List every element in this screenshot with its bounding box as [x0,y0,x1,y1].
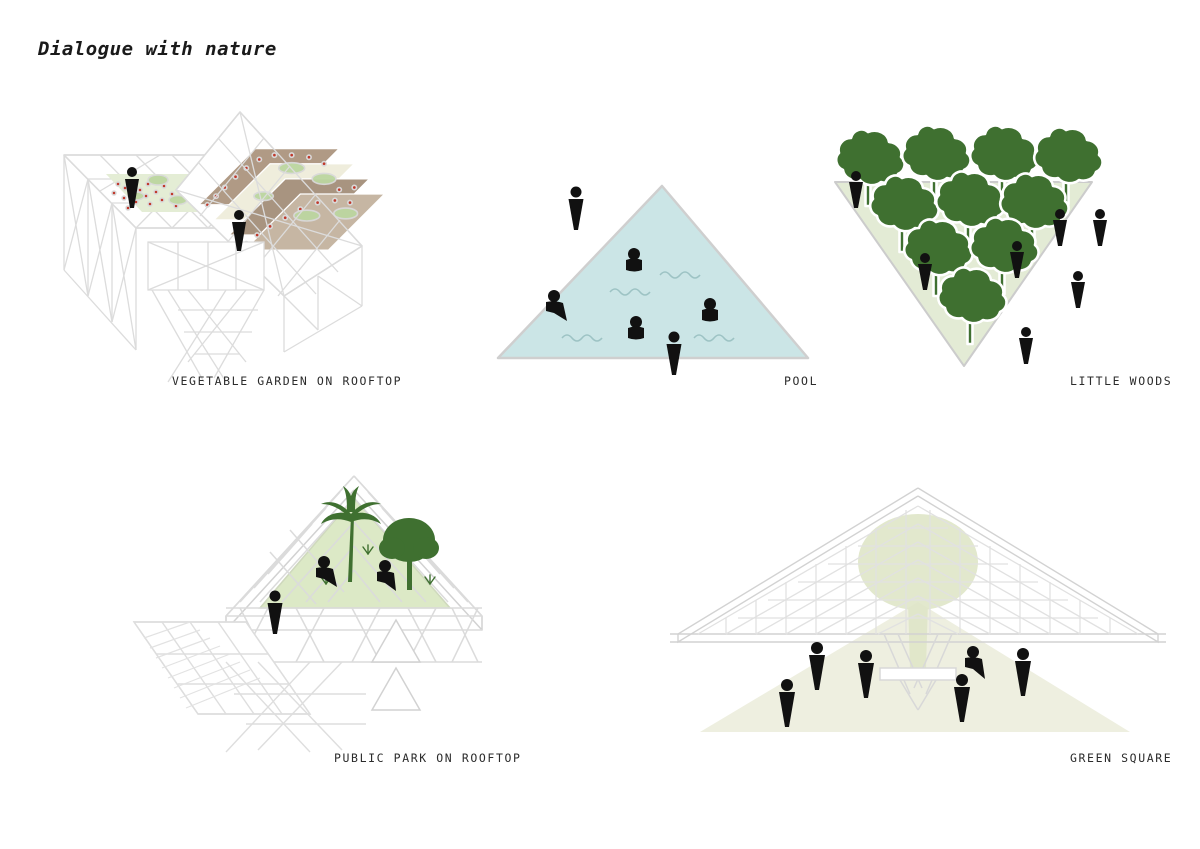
central-support [879,633,957,711]
green-square-drawing [670,487,1166,732]
figure-person [267,590,283,634]
panel-public-park [130,462,490,753]
grass-tuft [362,544,374,555]
truss-left-wing [132,621,312,715]
figure-person [1019,327,1033,364]
pool-triangle [496,184,810,360]
figure-person [809,642,825,690]
truss-center-lower [147,241,265,383]
grass-tuft [424,574,436,585]
panel-green-square [660,482,1170,732]
people-group [849,171,1107,364]
figure-person [232,210,246,251]
figure-person-seated [377,560,396,591]
figure-person [954,674,970,722]
little-woods-drawing [834,124,1107,367]
figure-person [568,186,584,230]
truss-lower-pyramid [225,661,366,753]
caption-green-square: GREEN SQUARE [1070,751,1173,765]
panel-pool [490,180,835,380]
figure-person-seated [546,290,567,321]
caption-vegetable-garden: VEGETABLE GARDEN ON ROOFTOP [172,374,403,388]
caption-public-park: PUBLIC PARK ON ROOFTOP [334,751,522,765]
figure-person [918,253,932,290]
figure-person-seated [965,646,985,679]
figure-person [1053,209,1067,246]
figure-swimmer [628,316,644,340]
caption-little-woods: LITTLE WOODS [1070,374,1173,388]
canopy-truss [670,487,1166,644]
public-park-drawing [132,475,483,753]
palm-tree [321,486,381,582]
water-ripples [561,271,735,342]
figure-person [1010,241,1024,278]
figure-person [779,679,795,727]
figure-person [666,331,682,375]
pool-drawing [496,184,810,375]
figure-swimmer [702,298,718,322]
page-title: Dialogue with nature [38,38,277,60]
figure-person [849,171,863,208]
truss-right-block [175,111,386,353]
figure-swimmer [626,248,642,272]
panel-vegetable-garden [28,100,388,385]
figure-person [1093,209,1107,246]
caption-pool: POOL [784,374,819,388]
figure-person [1071,271,1085,308]
people-group [779,642,1031,727]
vegetable-garden-drawing [63,111,386,383]
figure-person-seated [316,556,337,587]
figure-person [1015,648,1031,696]
panel-little-woods [830,118,1160,368]
round-tree [379,518,439,590]
figure-person [858,650,874,698]
figure-person [125,167,139,208]
